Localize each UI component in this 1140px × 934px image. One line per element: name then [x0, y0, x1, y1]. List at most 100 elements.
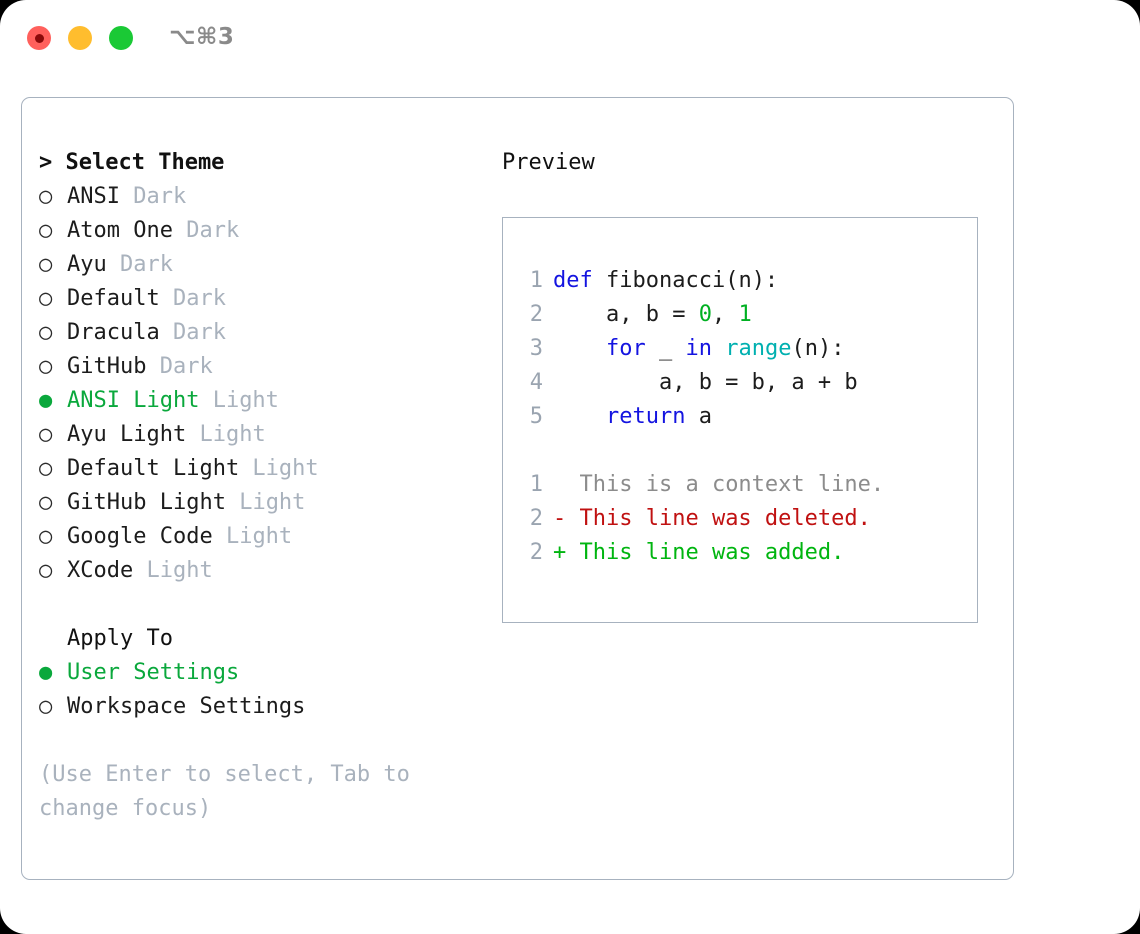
theme-option-ayu[interactable]: ○ Ayu Dark: [39, 248, 469, 282]
line-number: 2: [529, 302, 543, 327]
theme-option-xcode[interactable]: ○ XCode Light: [39, 554, 469, 588]
apply-to-option-workspace-settings[interactable]: ○ Workspace Settings: [39, 690, 469, 724]
theme-variant-badge: Dark: [146, 354, 213, 379]
apply-to-option-label: Workspace Settings: [67, 694, 306, 719]
theme-variant-badge: Light: [212, 524, 293, 549]
theme-name: Dracula: [67, 320, 160, 345]
theme-variant-badge: Light: [225, 490, 306, 515]
theme-variant-badge: Light: [133, 558, 213, 583]
diff-line-added: 2+ This line was added.: [521, 536, 977, 570]
diff-line-deleted: 2- This line was deleted.: [521, 502, 977, 536]
code-token: ,: [711, 302, 739, 327]
keyboard-shortcut-label: ⌥⌘3: [169, 24, 235, 50]
code-token: 1: [738, 302, 752, 327]
line-number: 3: [529, 336, 543, 361]
code-token: return: [605, 404, 686, 429]
radio-unselected-icon: ○: [39, 286, 53, 311]
line-number: 2: [529, 506, 543, 531]
theme-name: GitHub: [67, 354, 147, 379]
radio-selected-icon: ●: [39, 388, 53, 413]
theme-name: Ayu: [67, 252, 107, 277]
theme-variant-badge: Light: [186, 422, 266, 447]
theme-name: ANSI: [67, 184, 120, 209]
theme-option-ayu-light[interactable]: ○Ayu Light Light: [39, 418, 469, 452]
theme-name: XCode: [67, 558, 134, 583]
title-bar: ⌥⌘3: [0, 0, 1140, 78]
theme-name: Default: [67, 286, 160, 311]
code-token: a: [685, 404, 712, 429]
theme-name: Ayu Light: [67, 422, 187, 447]
maximize-button[interactable]: [109, 26, 133, 50]
theme-option-github-light[interactable]: ○GitHub Light Light: [39, 486, 469, 520]
apply-to-text: Apply To: [67, 626, 173, 651]
radio-unselected-icon: ○: [39, 320, 53, 345]
theme-selector-column: > Select Theme ○ANSI Dark○Atom One Dark○…: [39, 146, 469, 826]
code-token: in: [685, 336, 712, 361]
theme-variant-badge: Dark: [172, 218, 240, 243]
diff-text: This line was added.: [566, 540, 845, 565]
theme-option-github[interactable]: ○ GitHub Dark: [39, 350, 469, 384]
theme-option-google-code[interactable]: ○Google Code Light: [39, 520, 469, 554]
code-token: fibonacci(n):: [592, 268, 779, 293]
diff-marker: [553, 472, 566, 497]
diff-marker: -: [553, 506, 567, 531]
code-token: [553, 404, 606, 429]
apply-to-label: Apply To: [39, 622, 469, 656]
theme-option-atom-one[interactable]: ○Atom One Dark: [39, 214, 469, 248]
theme-option-default-light[interactable]: ○Default Light Light: [39, 452, 469, 486]
window-controls: [27, 26, 133, 50]
theme-name: Google Code: [67, 524, 213, 549]
theme-name: ANSI Light: [67, 388, 200, 413]
code-line: 2 a, b = 0, 1: [521, 298, 977, 332]
line-number: 5: [529, 404, 543, 429]
code-diff-spacer: [521, 434, 977, 468]
diff-line-context: 1 This is a context line.: [521, 468, 977, 502]
diff-sample: 1 This is a context line.2- This line wa…: [521, 468, 977, 570]
code-token: [553, 336, 606, 361]
theme-name: Default Light: [67, 456, 240, 481]
radio-unselected-icon: ○: [39, 558, 53, 583]
radio-unselected-icon: ○: [39, 354, 53, 379]
radio-unselected-icon: ○: [39, 184, 53, 209]
theme-variant-badge: Light: [199, 388, 279, 413]
preview-title: Preview: [502, 150, 595, 175]
code-token: (n):: [791, 336, 845, 361]
theme-option-dracula[interactable]: ○ Dracula Dark: [39, 316, 469, 350]
diff-text: This is a context line.: [566, 472, 885, 497]
theme-option-ansi-light[interactable]: ● ANSI Light Light: [39, 384, 469, 418]
theme-name: GitHub Light: [67, 490, 226, 515]
radio-unselected-icon: ○: [39, 252, 53, 277]
close-button[interactable]: [27, 26, 51, 50]
theme-name: Atom One: [67, 218, 173, 243]
theme-variant-badge: Light: [239, 456, 319, 481]
theme-variant-badge: Dark: [106, 252, 173, 277]
keyboard-hint: (Use Enter to select, Tab to change focu…: [39, 762, 410, 821]
theme-variant-badge: Dark: [159, 286, 226, 311]
theme-variant-badge: Dark: [119, 184, 187, 209]
code-line: 5 return a: [521, 400, 977, 434]
apply-to-option-user-settings[interactable]: ●User Settings: [39, 656, 469, 690]
code-token: [712, 336, 725, 361]
main-panel: > Select Theme ○ANSI Dark○Atom One Dark○…: [21, 97, 1014, 880]
diff-marker: +: [553, 540, 567, 565]
theme-option-ansi[interactable]: ○ ANSI Dark: [39, 180, 469, 214]
theme-variant-badge: Dark: [159, 320, 226, 345]
theme-list[interactable]: ○ANSI Dark○Atom One Dark○Ayu Dark○Defaul…: [39, 180, 469, 588]
code-token: for: [605, 336, 646, 361]
apply-to-list[interactable]: ●User Settings ○ Workspace Settings: [39, 656, 469, 724]
code-token: def: [553, 268, 593, 293]
code-token: 0: [698, 302, 712, 327]
select-theme-header: > Select Theme: [39, 150, 225, 175]
theme-option-default[interactable]: ○ Default Dark: [39, 282, 469, 316]
minimize-button[interactable]: [68, 26, 92, 50]
code-token: range: [725, 336, 792, 361]
code-token: a, b = b, a + b: [553, 370, 858, 395]
diff-text: This line was deleted.: [566, 506, 871, 531]
code-token: _: [645, 336, 686, 361]
radio-unselected-icon: ○: [39, 694, 53, 719]
